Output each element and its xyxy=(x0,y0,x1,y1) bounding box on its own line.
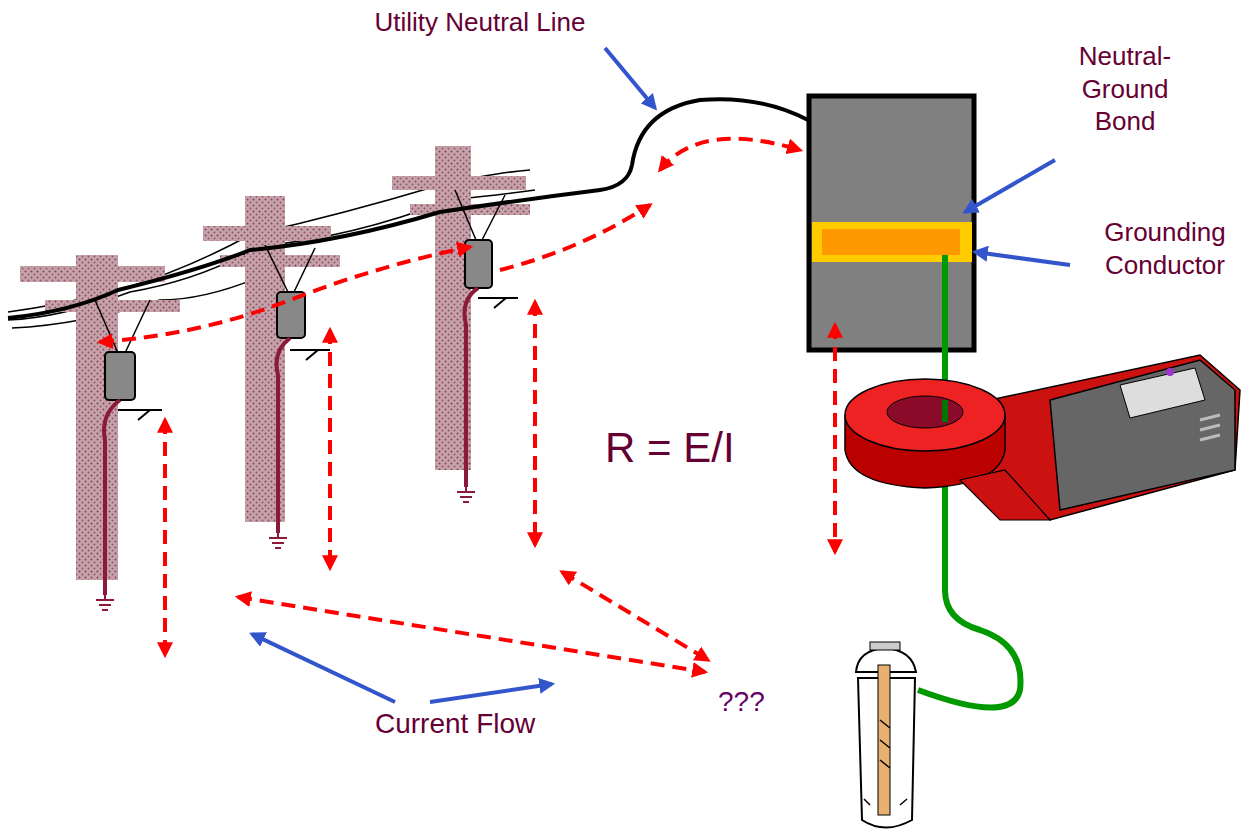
ground-rod xyxy=(856,642,916,828)
label-text: Current Flow xyxy=(375,706,635,741)
label-text: Utility Neutral Line xyxy=(300,6,660,39)
neutral-line xyxy=(8,99,808,318)
transformer xyxy=(455,190,518,502)
label-text: Grounding Conductor xyxy=(1080,216,1250,281)
clamp-meter xyxy=(845,355,1240,520)
leader-arrow xyxy=(252,48,1070,702)
label-text: Neutral- Ground Bond xyxy=(1050,40,1200,138)
service-panel xyxy=(809,96,974,350)
utility-pole xyxy=(392,146,530,470)
label-text: ??? xyxy=(718,684,808,719)
current-flow-arrow xyxy=(100,139,835,672)
utility-pole xyxy=(20,255,180,580)
transformer xyxy=(95,300,162,610)
label-text: R = E/I xyxy=(605,422,805,475)
utility-pole xyxy=(203,196,340,522)
